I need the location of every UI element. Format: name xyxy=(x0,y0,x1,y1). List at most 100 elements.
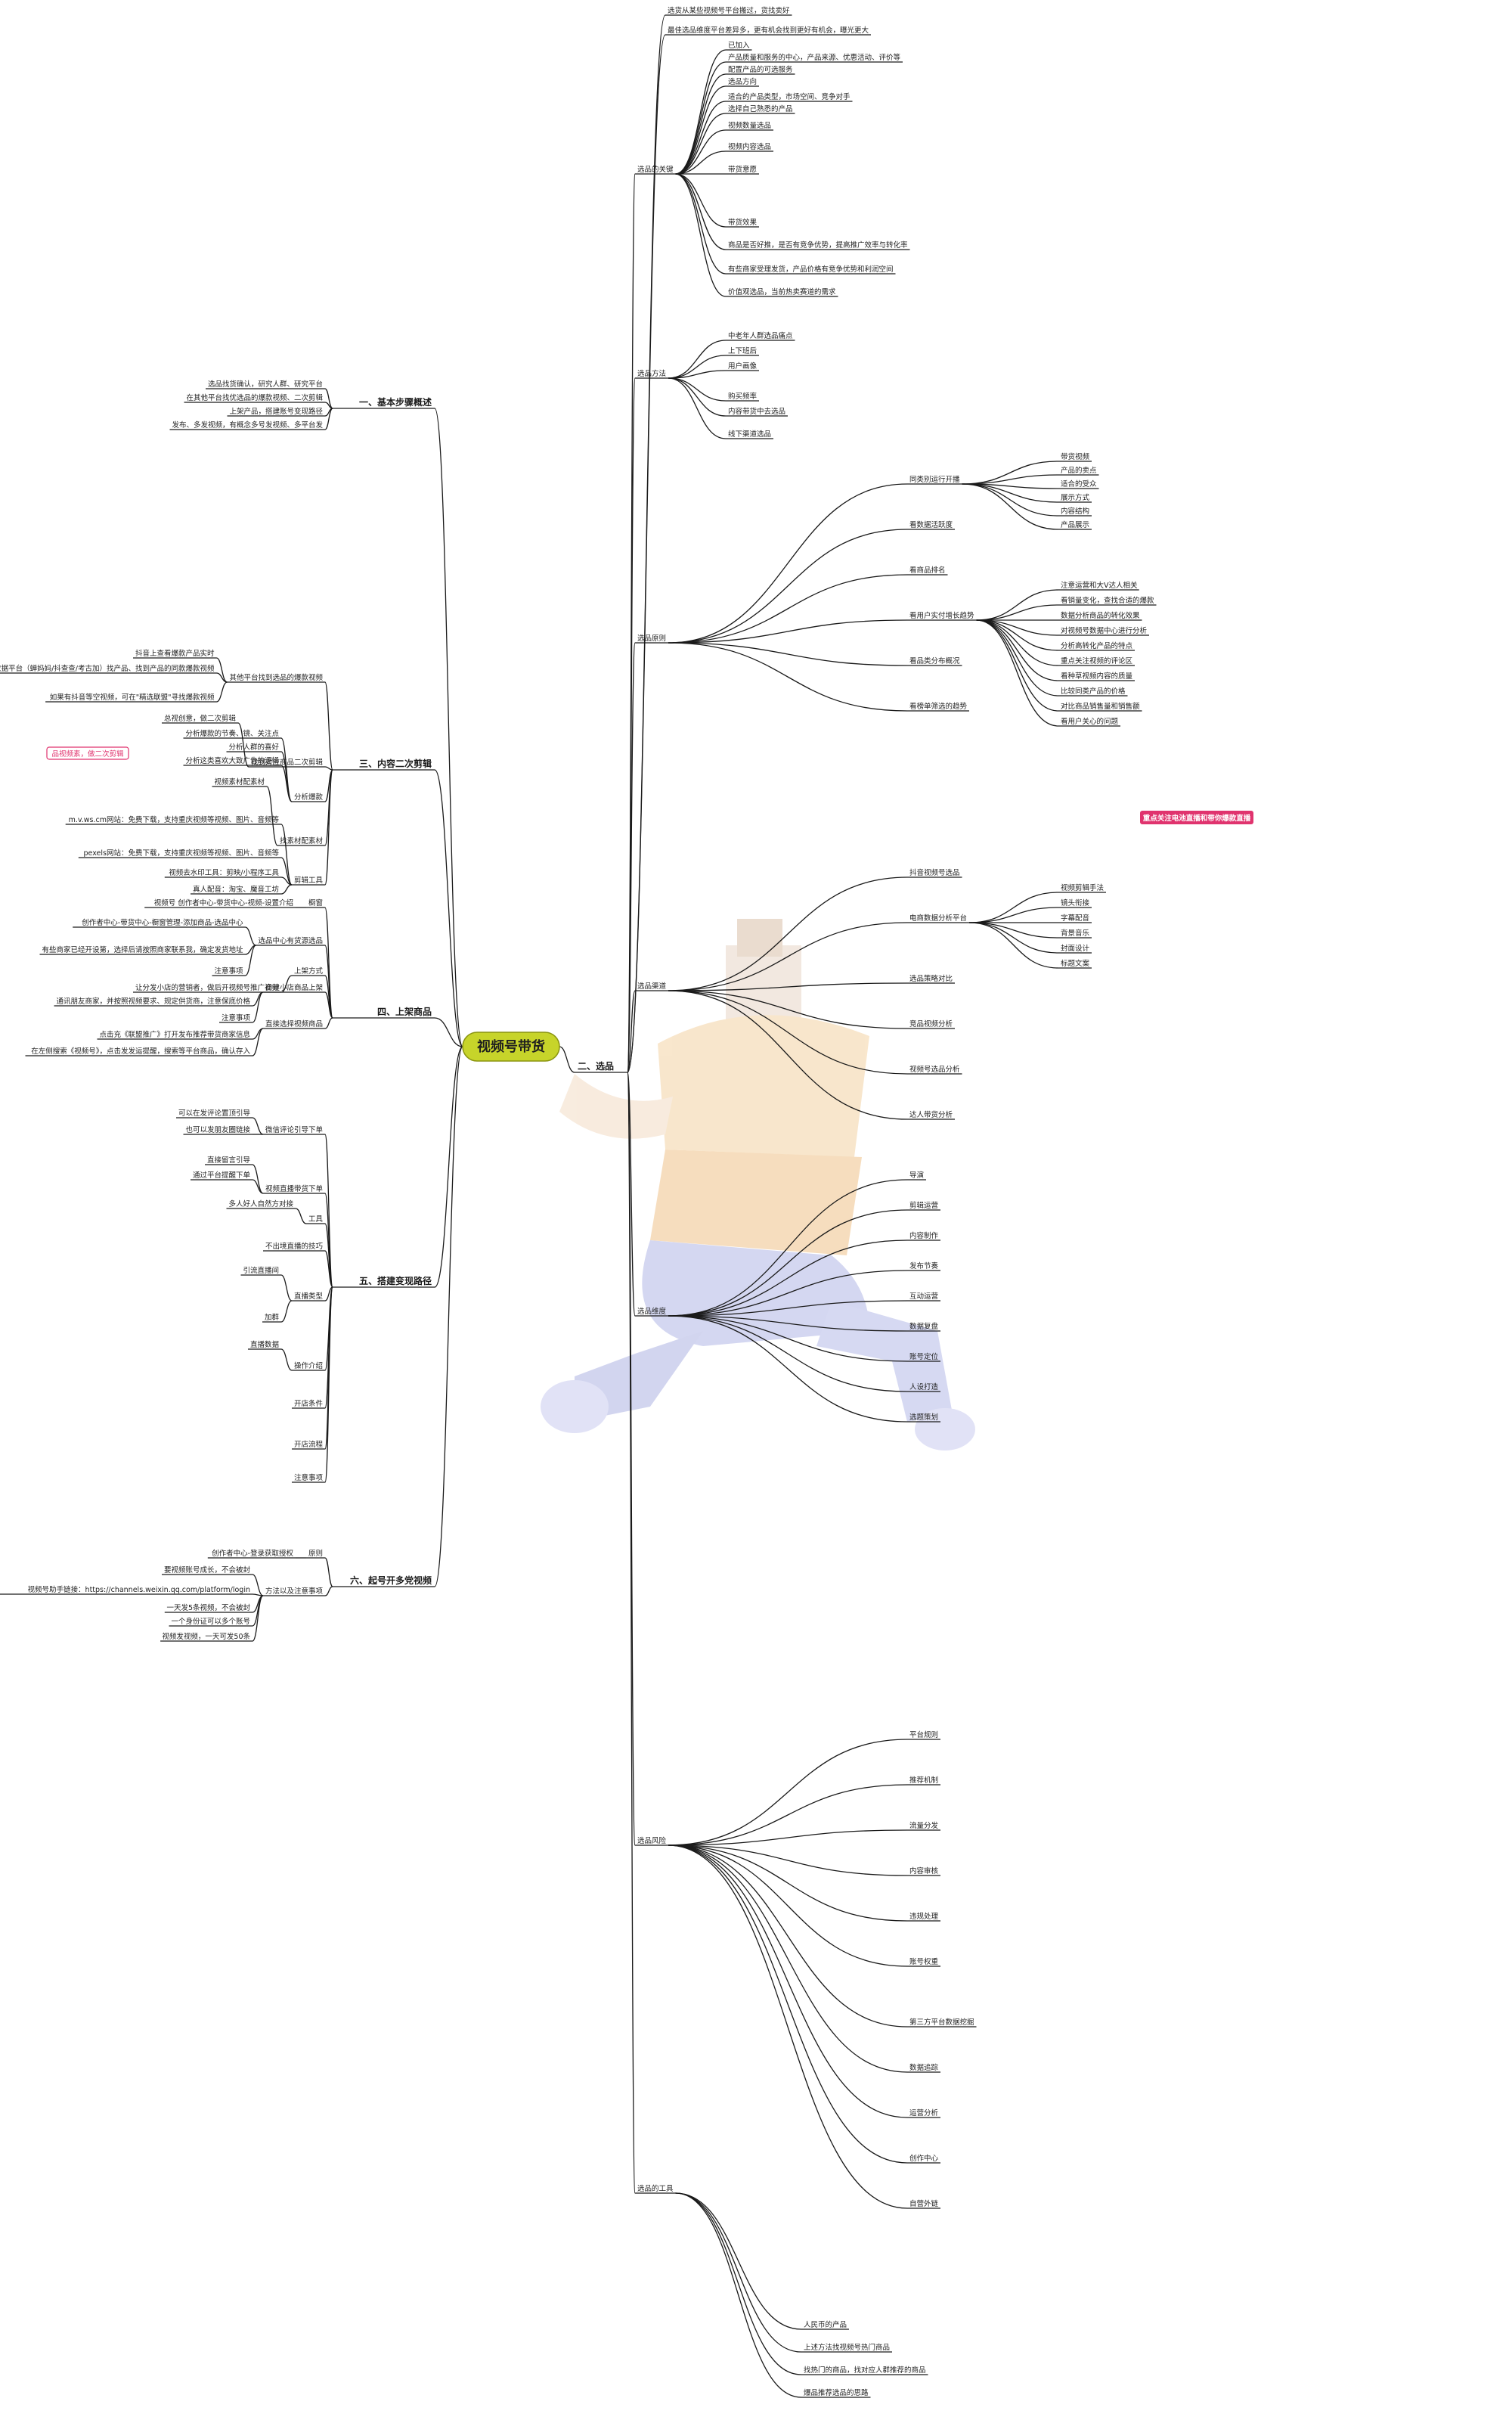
leaf-node: 视频数量选品 xyxy=(728,121,771,130)
edge xyxy=(976,619,1059,681)
leaf-node: 第三方平台数据挖掘 xyxy=(909,2018,974,2027)
leaf-node: 视频剪辑手法 xyxy=(1061,883,1104,892)
leaf-node: 用户画像 xyxy=(728,361,758,371)
edge xyxy=(675,61,727,175)
edge xyxy=(668,1300,908,1317)
leaf-node: 分析爆款的节奏、镜、关注点 xyxy=(185,729,279,738)
edge xyxy=(559,1046,575,1073)
leaf-node: 一个身份证可以多个账号 xyxy=(171,1617,250,1626)
edge xyxy=(668,1844,908,1922)
subbranch-node: 视频直播带货下单 xyxy=(265,1184,324,1193)
leaf-node: 配置产品的可选服务 xyxy=(728,65,793,74)
leaf-node: 数据追踪 xyxy=(909,2063,939,2072)
edge xyxy=(280,884,293,895)
edge xyxy=(280,1348,293,1371)
leaf-node: 数据分析商品的转化效果 xyxy=(1061,611,1140,620)
leaf-node: 通过平台提醒下单 xyxy=(193,1171,251,1180)
leaf-node: 展示方式 xyxy=(1061,493,1090,502)
edge xyxy=(962,474,1059,485)
leaf-node: 导演 xyxy=(909,1171,924,1180)
leaf-node: 如果有抖音等空视频，可在"精选联盟"寻找爆款视频 xyxy=(50,693,215,702)
edge xyxy=(668,1315,908,1423)
leaf-node: 商品是否好推，是否有竞争优势，提高推广效率与转化率 xyxy=(728,240,908,250)
leaf-node: 带货意愿 xyxy=(728,165,757,174)
edge xyxy=(976,589,1059,621)
edge xyxy=(627,990,636,1073)
leaf-node: 分析人群的喜好 xyxy=(228,743,279,752)
subbranch-node: 操作介绍 xyxy=(294,1361,323,1370)
root-node[interactable]: 视频号带货 xyxy=(462,1032,560,1062)
edge xyxy=(668,1784,908,1846)
edge xyxy=(668,642,908,666)
leaf-node: 分析高转化产品的特点 xyxy=(1061,641,1133,650)
subbranch-node: 选品的工具 xyxy=(637,2184,674,2193)
leaf-node: 线下渠道选品 xyxy=(728,430,771,439)
edge xyxy=(434,1017,463,1047)
leaf-node: 上架产品，搭建账号变现路径 xyxy=(229,407,323,416)
leaf-node: 注意事项 xyxy=(214,966,243,976)
edge xyxy=(668,340,727,379)
edge xyxy=(216,681,228,703)
subbranch-node: 选品维度 xyxy=(637,1307,667,1316)
leaf-node: 人民币的产品 xyxy=(804,2320,847,2329)
edge xyxy=(324,1286,333,1483)
edge xyxy=(434,1046,463,1587)
leaf-node: 抖音视频号选品 xyxy=(909,868,960,877)
branch-b4-label: 四、上架商品 xyxy=(377,1006,432,1017)
leaf-node: 可以在发评论置顶引导 xyxy=(178,1109,250,1118)
edge xyxy=(976,604,1059,621)
edge xyxy=(668,1179,908,1317)
edge xyxy=(324,681,333,771)
leaf-node: 封面设计 xyxy=(1061,944,1090,953)
highlight-badge: 重点关注电池直播和带你爆款直播 xyxy=(1140,811,1253,824)
leaf-node: 账号定位 xyxy=(909,1352,939,1361)
edge xyxy=(675,129,727,175)
edge xyxy=(252,1028,264,1056)
edge xyxy=(668,574,908,644)
edge xyxy=(668,1844,908,2164)
subbranch-node: 开店流程 xyxy=(294,1440,324,1449)
edge xyxy=(668,1844,908,2118)
leaf-node: 创作中心 xyxy=(909,2154,939,2163)
edge xyxy=(668,990,908,1120)
edge xyxy=(968,922,1059,969)
subbranch-node: 选品原则 xyxy=(637,634,666,643)
running-person-illustration xyxy=(541,919,975,1450)
edge xyxy=(675,173,727,275)
edge xyxy=(280,737,293,802)
edge xyxy=(976,619,1059,651)
leaf-node: 发布、多发视频，有概念多号发视频、多平台发 xyxy=(172,420,323,430)
leaf-node: 达人带货分析 xyxy=(909,1110,953,1119)
leaf-node: 复三方数据平台（蝉妈妈/抖查查/考古加）找产品、找到产品的同款爆款视频 xyxy=(0,664,215,673)
edge xyxy=(266,786,278,846)
subbranch-node: 选品中心有货源选品 xyxy=(258,936,323,945)
leaf-node: 人设打造 xyxy=(909,1382,939,1392)
edge xyxy=(675,101,727,175)
leaf-node: 互动运营 xyxy=(909,1292,938,1301)
leaf-node: 爆品推荐选品的思路 xyxy=(804,2388,869,2397)
subbranch-node: 工具 xyxy=(308,1215,324,1224)
edge xyxy=(324,1250,333,1288)
branch-b3-label: 三、内容二次剪辑 xyxy=(359,758,432,769)
leaf-node: 引流直播间 xyxy=(243,1266,279,1275)
leaf-node: 上述方法找视频号热门商品 xyxy=(804,2343,890,2352)
edge xyxy=(324,1286,333,1302)
tag-badge: 品视频素，做二次剪辑 xyxy=(46,746,129,760)
subbranch-node: 其他平台找到选品的爆款视频 xyxy=(229,673,323,682)
edge xyxy=(324,408,333,430)
leaf-node: 有些商家受理发货，产品价格有竞争优势和利润空间 xyxy=(728,265,894,274)
leaf-node: 同类别运行开播 xyxy=(909,475,960,484)
edge xyxy=(668,876,908,991)
leaf-node: 价值观选品，当前热卖赛道的需求 xyxy=(728,287,836,296)
leaf-node: 竞品视频分析 xyxy=(909,1019,953,1028)
leaf-node: 有些商家已经开设第，选择后请按照商家联系我，确定发货地址 xyxy=(42,945,243,954)
edge xyxy=(668,642,908,712)
leaf-node: 选品方向 xyxy=(728,77,757,86)
leaf-node: 看用户实付增长趋势 xyxy=(909,611,974,620)
edge xyxy=(675,173,727,250)
leaf-node: 抖音上查看爆款产品实时 xyxy=(135,649,215,658)
leaf-node: 标题文案 xyxy=(1061,959,1090,968)
leaf-node: 字幕配音 xyxy=(1061,914,1089,923)
subbranch-node: 橱窗 xyxy=(308,898,323,908)
